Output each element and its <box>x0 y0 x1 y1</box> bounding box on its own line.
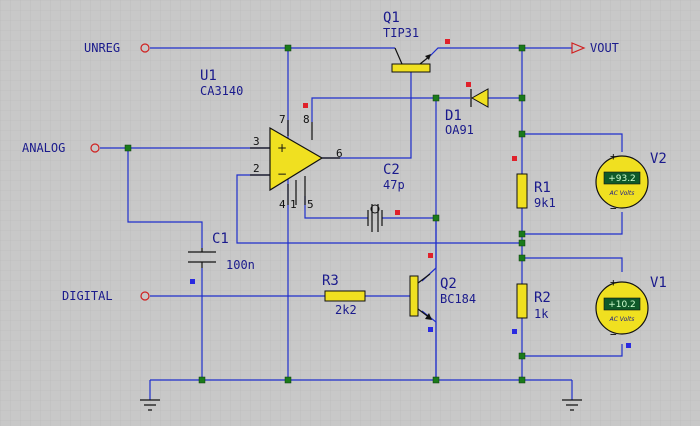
capacitor-c1[interactable]: C1 100n <box>188 231 255 284</box>
transistor-q1[interactable]: Q1 TIP31 <box>383 10 450 73</box>
opamp-pin-6: 6 <box>336 147 343 160</box>
r2-value: 1k <box>534 307 549 321</box>
c2-ref: C2 <box>383 162 400 178</box>
r3-value: 2k2 <box>335 303 357 317</box>
diode-d1[interactable]: D1 OA91 <box>445 82 489 137</box>
q2-ref: Q2 <box>440 276 457 292</box>
voltmeter-v2[interactable]: +93.2 AC Volts + − V2 <box>595 150 667 215</box>
r3-ref: R3 <box>322 273 339 289</box>
d1-value: OA91 <box>445 123 474 137</box>
junctions <box>124 44 526 384</box>
v2-plus-sign: + <box>610 150 617 163</box>
opamp-pin-1: 1 <box>290 198 297 211</box>
v1-plus-sign: + <box>610 276 617 289</box>
resistor-r1[interactable]: R1 9k1 <box>512 156 556 210</box>
v1-ref: V1 <box>650 275 667 291</box>
port-analog-label: ANALOG <box>22 141 65 155</box>
port-unreg[interactable]: UNREG <box>84 41 150 55</box>
r1-value: 9k1 <box>534 196 556 210</box>
port-vout-label: VOUT <box>590 41 619 55</box>
opamp-pin-3: 3 <box>253 135 260 148</box>
r2-ref: R2 <box>534 290 551 306</box>
opamp-u1[interactable]: + − 3 2 6 7 8 4 1 5 U1 CA3140 <box>200 68 343 211</box>
port-digital[interactable]: DIGITAL <box>62 289 150 303</box>
u1-ref: U1 <box>200 68 217 84</box>
opamp-pin-8: 8 <box>303 113 310 126</box>
c2-value: 47p <box>383 178 405 192</box>
v2-mode: AC Volts <box>609 190 635 197</box>
v1-mode: AC Volts <box>609 316 635 323</box>
resistor-r3[interactable]: R3 2k2 <box>322 273 366 317</box>
opamp-pin-4: 4 <box>279 198 286 211</box>
d1-ref: D1 <box>445 108 462 124</box>
port-analog[interactable]: ANALOG <box>22 141 100 155</box>
q1-value: TIP31 <box>383 26 419 40</box>
opamp-pin-7: 7 <box>279 113 286 126</box>
port-vout[interactable]: VOUT <box>571 41 619 55</box>
c1-ref: C1 <box>212 231 229 247</box>
voltmeter-v1[interactable]: +10.2 AC Volts + − V1 <box>595 275 667 348</box>
transistor-q2[interactable]: Q2 BC184 <box>409 253 476 332</box>
v1-minus-sign: − <box>610 328 617 341</box>
opamp-pin-5: 5 <box>307 198 314 211</box>
svg-text:+: + <box>277 141 287 155</box>
q2-value: BC184 <box>440 292 476 306</box>
v1-reading: +10.2 <box>608 300 636 310</box>
q1-ref: Q1 <box>383 10 400 26</box>
v2-ref: V2 <box>650 151 667 167</box>
port-unreg-label: UNREG <box>84 41 120 55</box>
v2-minus-sign: − <box>610 202 617 215</box>
v2-reading: +93.2 <box>608 174 636 184</box>
ground-left <box>140 399 160 411</box>
c1-value: 100n <box>226 258 255 272</box>
capacitor-c2[interactable]: C2 47p <box>367 162 405 232</box>
r1-ref: R1 <box>534 180 551 196</box>
ground-right <box>562 399 582 411</box>
svg-text:−: − <box>277 167 287 181</box>
u1-value: CA3140 <box>200 84 243 98</box>
resistor-r2[interactable]: R2 1k <box>512 283 551 334</box>
port-digital-label: DIGITAL <box>62 289 113 303</box>
opamp-pin-2: 2 <box>253 162 260 175</box>
